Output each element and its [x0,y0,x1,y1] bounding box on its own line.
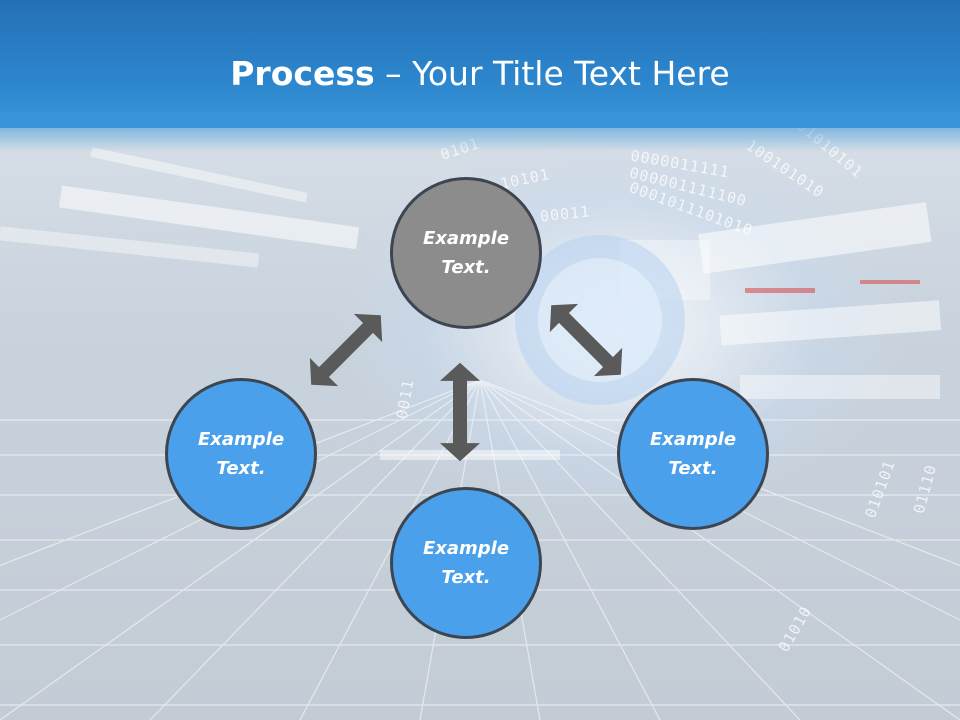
node-right-text: Example Text. [649,429,737,479]
arrow-top-right [537,291,635,389]
title-bar-fade [0,112,960,152]
background-streaks [0,147,942,460]
node-left: Example Text. [165,378,317,530]
node-right: Example Text. [617,378,769,530]
node-bottom-text: Example Text. [422,538,510,588]
node-left-text: Example Text. [197,429,285,479]
title-bar [0,0,960,128]
node-bottom: Example Text. [390,487,542,639]
slide-title-rest: – Your Title Text Here [374,54,730,93]
slide-title: Process – Your Title Text Here [0,52,960,96]
arrow-top-bottom [440,362,480,462]
node-top: Example Text. [390,177,542,329]
slide-title-bold: Process [230,54,375,93]
arrow-top-left [297,301,395,399]
node-top-text: Example Text. [422,228,510,278]
